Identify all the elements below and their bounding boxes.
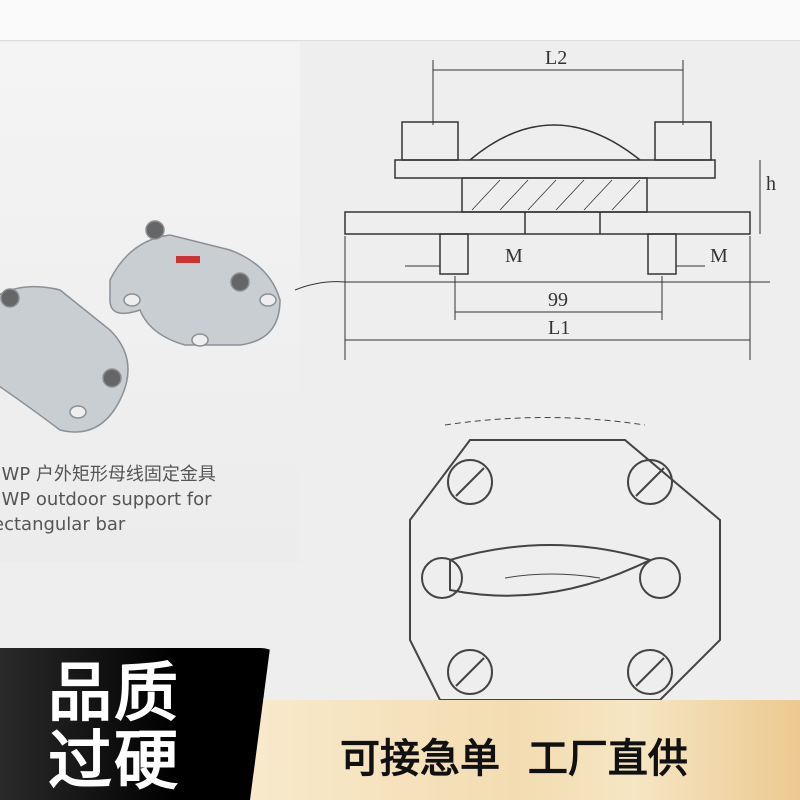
dimension-label-spacing: 99 xyxy=(548,289,568,311)
slogan-banner xyxy=(240,700,800,800)
dimension-label-l2: L2 xyxy=(545,47,567,69)
dimension-label-h: h xyxy=(766,173,776,195)
top-strip xyxy=(0,0,800,41)
dimension-label-m-left: M xyxy=(505,245,523,267)
quality-line-2: 过硬 xyxy=(48,725,180,799)
caption-line-english-2: rectangular bar xyxy=(0,514,126,535)
top-view-drawing xyxy=(409,417,721,701)
quality-line-1: 品质 xyxy=(48,657,180,731)
quality-text: 品质 过硬 xyxy=(48,660,180,796)
product-photo xyxy=(0,220,281,433)
quality-badge xyxy=(0,648,270,800)
product-caption: MWP 户外矩形母线固定金具 MWP outdoor support for r… xyxy=(0,462,216,537)
caption-line-english-1: MWP outdoor support for xyxy=(0,489,212,510)
dimension-label-m-right: M xyxy=(710,245,728,267)
dimension-label-l1: L1 xyxy=(548,317,570,339)
slogan-text: 可接急单 工厂直供 xyxy=(340,736,688,782)
side-view-drawing xyxy=(294,60,770,360)
caption-line-chinese: MWP 户外矩形母线固定金具 xyxy=(0,464,216,485)
